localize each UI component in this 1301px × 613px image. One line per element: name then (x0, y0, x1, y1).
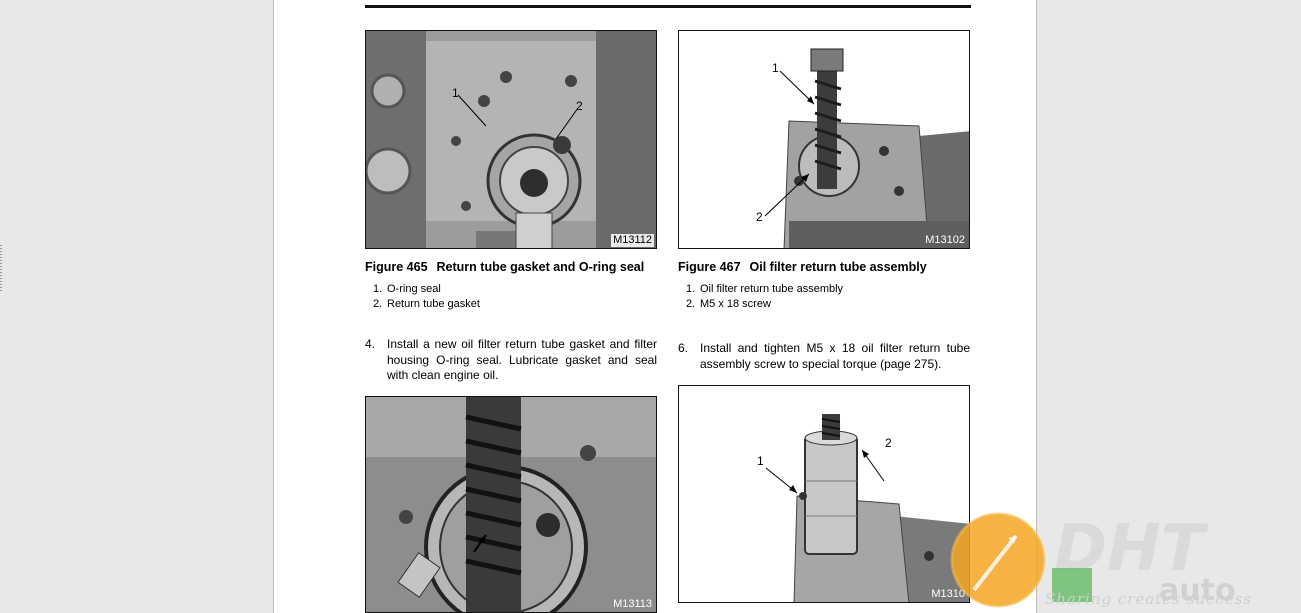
figure-code: M13112 (611, 234, 654, 247)
engine-photo-1 (366, 31, 656, 248)
step-text: Install a new oil filter return tube gas… (387, 337, 657, 382)
figure-code: M13113 (613, 598, 652, 610)
dht-watermark-logo: DHT auto (950, 512, 1236, 608)
legend-index: 2. (373, 298, 383, 310)
legend-text: O-ring seal (387, 283, 441, 295)
legend-index: 2. (686, 298, 696, 310)
legend-item: 1. Oil filter return tube assembly (678, 282, 843, 297)
legend-text: Return tube gasket (387, 298, 480, 310)
legend-index: 1. (373, 283, 383, 295)
svg-text:auto: auto (1159, 573, 1236, 608)
figure-title: Oil filter return tube assembly (749, 260, 927, 274)
legend-item: 1. O-ring seal (365, 282, 480, 297)
figure-title: Return tube gasket and O-ring seal (436, 260, 645, 274)
legend-index: 1. (686, 283, 696, 295)
step-number: 6. (678, 341, 689, 355)
figure-465-legend: 1. O-ring seal 2. Return tube gasket (365, 282, 480, 312)
callout-2: 2 (576, 99, 583, 113)
figure-number: Figure 467 (678, 260, 741, 274)
figure-467-caption: Figure 467 Oil filter return tube assembl… (678, 260, 927, 274)
manual-page: 1 2 M13112 1 2 M13102 (273, 0, 1037, 613)
figure-465-image: 1 2 M13112 (365, 30, 657, 249)
step-6: 6. Install and tighten M5 x 18 oil filte… (678, 341, 970, 375)
legend-text: Oil filter return tube assembly (700, 283, 844, 295)
figure-step6-image: 1 2 M1310 (678, 385, 970, 603)
callout-2: 2 (756, 210, 763, 224)
figure-step4-image: M13113 (365, 396, 657, 613)
figure-code: M13102 (925, 234, 965, 246)
left-gutter (0, 0, 273, 613)
engine-photo-2 (679, 31, 969, 248)
splitter-handle[interactable] (0, 245, 2, 293)
callout-1: 1 (772, 61, 779, 75)
figure-number: Figure 465 (365, 260, 428, 274)
figure-467-image: 1 2 M13102 (678, 30, 970, 249)
engine-photo-3 (366, 397, 656, 612)
callout-1: 1 (452, 86, 459, 100)
right-gutter (1037, 0, 1301, 613)
callout-2: 2 (885, 436, 892, 450)
figure-code: M1310 (931, 588, 965, 600)
legend-text: M5 x 18 screw (700, 298, 771, 310)
watermark-tagline: Sharing creates success (1045, 590, 1253, 608)
step-text: Install and tighten M5 x 18 oil filter r… (700, 341, 970, 371)
step-4: 4. Install a new oil filter return tube … (365, 337, 657, 385)
legend-item: 2. M5 x 18 screw (678, 297, 843, 312)
header-rule (365, 5, 971, 8)
legend-item: 2. Return tube gasket (365, 297, 480, 312)
step-number: 4. (365, 337, 376, 351)
engine-photo-4 (679, 386, 969, 602)
figure-465-caption: Figure 465 Return tube gasket and O-ring … (365, 260, 644, 274)
figure-467-legend: 1. Oil filter return tube assembly 2. M5 x… (678, 282, 843, 312)
callout-1: 1 (757, 454, 764, 468)
